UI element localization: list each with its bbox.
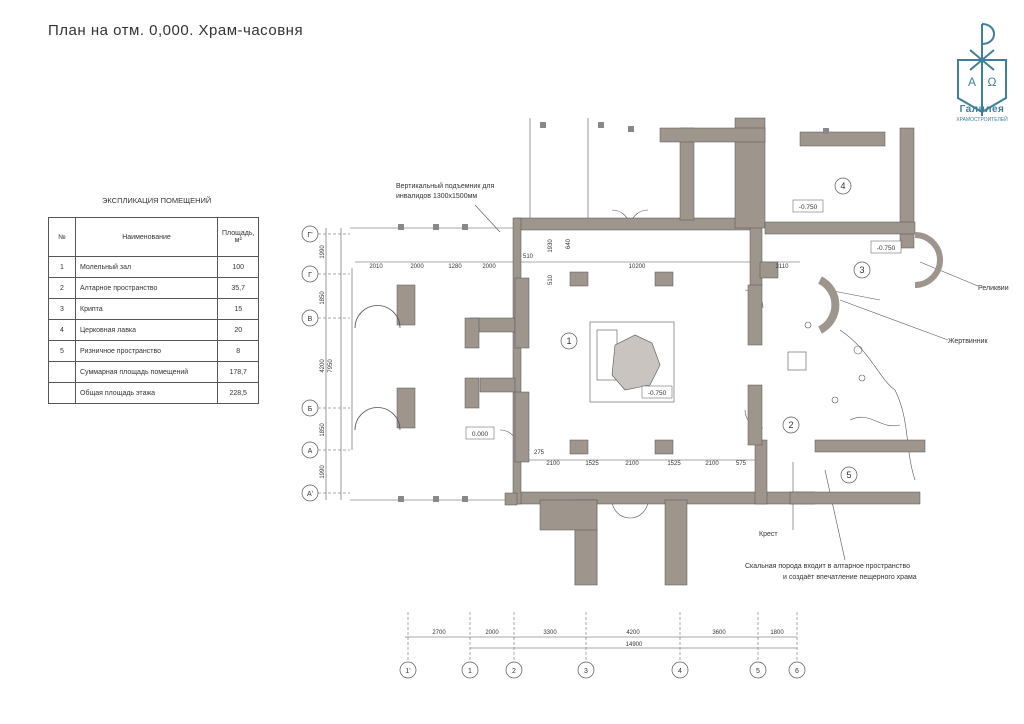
axis-col-3: 3 bbox=[584, 668, 588, 675]
dim-bottom-3600: 3600 bbox=[712, 630, 726, 636]
dim-bottom-4200: 4200 bbox=[626, 630, 640, 636]
dim-inner-1525b: 1525 bbox=[667, 461, 681, 467]
dim-top-2010: 2010 bbox=[369, 264, 383, 270]
annotation-lift-line1: Вертикальный подъемник для bbox=[396, 182, 495, 190]
dim-row-2: 1850 bbox=[320, 291, 326, 305]
stairs-north bbox=[529, 118, 589, 228]
level-zero: 0.000 bbox=[472, 431, 489, 438]
annotation-rock-line2: и создаёт впечатление пещерного храма bbox=[783, 574, 917, 581]
axis-col-2: 2 bbox=[512, 668, 516, 675]
dim-inner-275: 275 bbox=[534, 450, 545, 456]
dim-top-3110: 3110 bbox=[776, 264, 790, 270]
axis-row-g-prime: Г' bbox=[307, 232, 312, 239]
dim-inner-2100b: 2100 bbox=[625, 461, 639, 467]
dim-inner-2100a: 2100 bbox=[546, 461, 560, 467]
dim-vertical-510: 510 bbox=[548, 274, 554, 285]
level-room3: -0.750 bbox=[877, 245, 896, 252]
row-area: 228,5 bbox=[216, 382, 260, 404]
header-num: № bbox=[48, 217, 76, 257]
dim-row-5: 1990 bbox=[320, 465, 326, 479]
axis-row-b: Б bbox=[308, 406, 313, 413]
logo-omega: Ω bbox=[988, 75, 997, 89]
dim-row-total: 7950 bbox=[328, 359, 334, 373]
axis-col-4: 4 bbox=[678, 668, 682, 675]
level-room4: -0.750 bbox=[799, 204, 818, 211]
explication-title: ЭКСПЛИКАЦИЯ ПОМЕЩЕНИЙ bbox=[102, 196, 212, 205]
dim-bottom-3300: 3300 bbox=[543, 630, 557, 636]
table-row: 2 Алтарное пространство 35,7 bbox=[48, 277, 260, 299]
logo-emblem: А Ω bbox=[957, 23, 1007, 116]
room-number-2: 2 bbox=[788, 420, 793, 430]
table-row: Суммарная площадь помещений 178,7 bbox=[48, 361, 260, 383]
axis-row-g: Г bbox=[308, 272, 312, 279]
axis-row-v: В bbox=[308, 316, 313, 323]
room-number-3: 3 bbox=[859, 265, 864, 275]
axis-row-a-prime: А' bbox=[307, 491, 313, 498]
annotation-relics: Реликвии bbox=[978, 285, 1009, 292]
dim-row-4: 1850 bbox=[320, 423, 326, 437]
dim-vertical-640: 640 bbox=[566, 238, 572, 249]
room-number-4: 4 bbox=[840, 181, 845, 191]
page-title: План на отм. 0,000. Храм-часовня bbox=[48, 22, 304, 39]
logo-name: Галилея bbox=[959, 104, 1005, 115]
dim-top-10200: 10200 bbox=[629, 264, 646, 270]
level-center: -0.750 bbox=[648, 390, 667, 397]
dim-bottom-1800: 1800 bbox=[770, 630, 784, 636]
logo-alpha: А bbox=[968, 75, 976, 89]
crypt-rock-shape bbox=[611, 334, 661, 391]
room-number-5: 5 bbox=[846, 470, 851, 480]
axis-col-1-prime: 1' bbox=[405, 668, 410, 675]
dim-top-2000b: 2000 bbox=[482, 264, 496, 270]
dim-top-1280: 1280 bbox=[448, 264, 462, 270]
logo-subtitle: ХРАМОСТРОИТЕЛЕЙ bbox=[956, 117, 1008, 123]
annotation-rock-line1: Скальная порода входит в алтарное простр… bbox=[745, 563, 910, 570]
room-number-1: 1 bbox=[566, 336, 571, 346]
dim-bottom-2700: 2700 bbox=[432, 630, 446, 636]
explication-table: № Наименование Площадь, м² 1 Молельный з… bbox=[48, 217, 260, 404]
annotation-altar-table: Жертвинник bbox=[948, 338, 988, 345]
axis-col-1: 1 bbox=[468, 668, 472, 675]
dim-inner-1525a: 1525 bbox=[585, 461, 599, 467]
dim-inner-2100c: 2100 bbox=[705, 461, 719, 467]
row-name: Общая площадь этажа bbox=[75, 382, 218, 404]
annotation-cross: Крест bbox=[759, 531, 778, 538]
dim-vertical-1930: 1930 bbox=[548, 239, 554, 253]
axis-row-a: А bbox=[308, 448, 313, 455]
dim-inner-575: 575 bbox=[736, 461, 747, 467]
dim-row-1: 1990 bbox=[320, 245, 326, 259]
axis-col-5: 5 bbox=[756, 668, 760, 675]
axis-col-6: 6 bbox=[795, 668, 799, 675]
header-area: Площадь, м² bbox=[216, 217, 260, 257]
table-row: Общая площадь этажа 228,5 bbox=[48, 382, 260, 404]
dim-top-2000: 2000 bbox=[410, 264, 424, 270]
dim-bottom-2000: 2000 bbox=[485, 630, 499, 636]
dim-row-3: 4200 bbox=[320, 359, 326, 373]
annotation-lift-line2: инвалидов 1300x1500мм bbox=[396, 193, 477, 200]
dim-bottom-total: 14900 bbox=[626, 642, 643, 648]
dim-top-510: 510 bbox=[523, 254, 534, 260]
